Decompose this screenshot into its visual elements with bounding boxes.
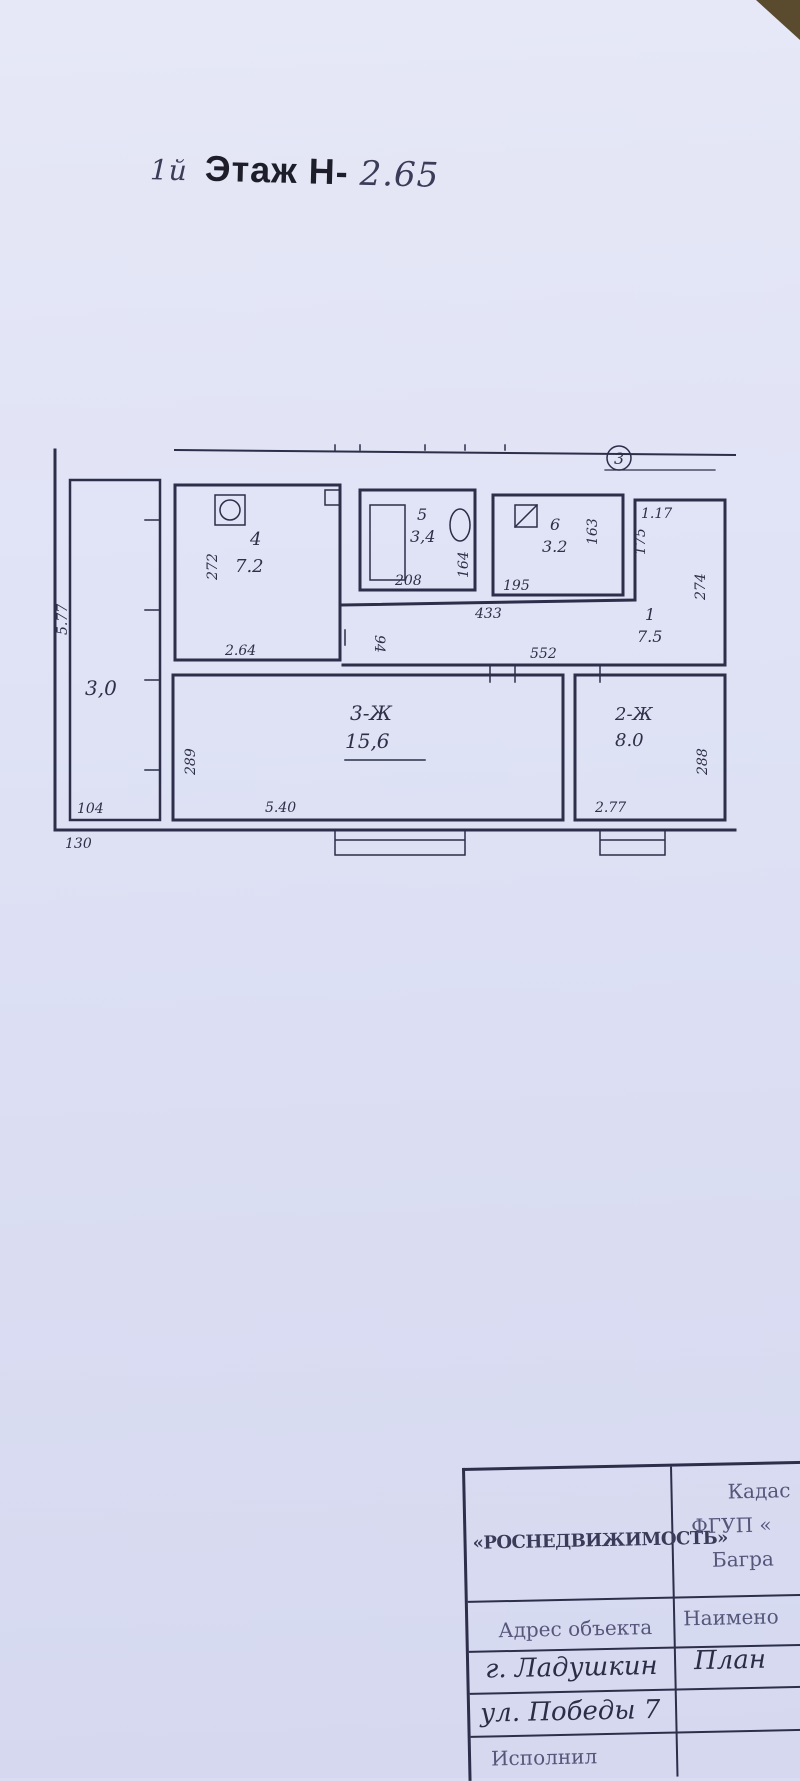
room-6-wall: [491, 493, 625, 597]
dim-130: 130: [65, 836, 92, 852]
axis-marker-circle: [606, 445, 632, 471]
stamp-header-2: ФГУП «: [691, 1512, 772, 1539]
outer-wall: [53, 448, 737, 832]
window-bottom-1: [334, 829, 466, 856]
dim-5-40: 5.40: [265, 800, 296, 816]
toilet-icon: [449, 508, 471, 542]
dim-2-77: 2.77: [594, 800, 626, 816]
floor-label: Этаж Н-: [204, 147, 350, 193]
room-1-area: 7.5: [637, 627, 662, 646]
dim-104: 104: [77, 801, 104, 817]
window-bottom-2: [599, 829, 666, 856]
stamp-name-label: Наимено: [682, 1604, 779, 1631]
stamp-city: г. Ладушкин: [484, 1650, 658, 1685]
stamp-address-label: Адрес объекта: [498, 1615, 653, 1643]
door-marks: [344, 629, 601, 683]
dim-1-17: 1.17: [641, 506, 672, 522]
bathtub-icon: [369, 504, 406, 581]
stamp-header-1: Кадас: [727, 1478, 791, 1504]
room-balcony-area: 3,0: [85, 676, 117, 700]
dim-163: 163: [585, 518, 601, 545]
stamp-street: ул. Победы 7: [479, 1694, 661, 1729]
top-wall: [173, 448, 737, 457]
floor-number: 1й: [149, 153, 189, 188]
stamp-header-3: Багра: [711, 1546, 775, 1572]
room-4-area: 7.2: [235, 556, 264, 577]
dim-94: 94: [371, 635, 387, 653]
dim-208: 208: [394, 573, 422, 589]
dim-289: 289: [183, 748, 199, 776]
room-balcony-wall: [68, 478, 162, 822]
dim-288: 288: [695, 748, 711, 776]
room-4-wall: [173, 483, 342, 662]
room-3-area: 15,6: [345, 729, 390, 753]
window-left: [144, 519, 161, 771]
room-5-number: 5: [417, 505, 427, 524]
stamp-divider: [670, 1466, 679, 1777]
floor-plan: 3 4 7.2 5 3,4 6 3.2 1 7.5 3-Ж 15,6 2-Ж 8…: [45, 430, 765, 930]
stamp-plan-word: План: [693, 1644, 767, 1677]
dim-164: 164: [456, 551, 472, 578]
boiler-icon: [514, 504, 538, 528]
floor-height: 2.65: [359, 153, 440, 196]
vent-icon: [324, 489, 341, 506]
floor-plan-drawing: 3 4 7.2 5 3,4 6 3.2 1 7.5 3-Ж 15,6 2-Ж 8…: [53, 444, 737, 856]
dim-552: 552: [530, 646, 557, 662]
dim-2-64: 2.64: [224, 643, 256, 659]
floor-title: 1й Этаж Н- 2.65: [149, 146, 440, 196]
dim-433: 433: [474, 606, 502, 622]
room-6-area: 3.2: [542, 537, 567, 556]
dim-274: 274: [693, 573, 709, 601]
dim-272: 272: [205, 553, 221, 581]
room-2-number: 2-Ж: [614, 704, 654, 725]
window-top: [334, 444, 506, 451]
stove-icon: [214, 494, 246, 526]
room-2-area: 8.0: [615, 730, 644, 751]
room-5-area: 3,4: [410, 527, 435, 546]
room-3-wall: [171, 673, 565, 822]
stamp-org: «РОСНЕДВИЖИМОСТЬ»: [472, 1527, 729, 1554]
axis-marker-label: 3: [614, 449, 624, 468]
title-block-stamp: «РОСНЕДВИЖИМОСТЬ» Кадас ФГУП « Багра Адр…: [462, 1460, 800, 1781]
room-1-wall: [341, 498, 727, 667]
dim-175: 175: [633, 528, 649, 555]
room-5-wall: [358, 488, 477, 592]
room-3-number: 3-Ж: [350, 701, 392, 725]
room-2-wall: [573, 673, 727, 822]
stamp-executor-label: Исполнил: [490, 1744, 598, 1771]
dim-5-77: 5.77: [55, 604, 71, 635]
stamp-row: [469, 1685, 800, 1695]
stamp-row: [470, 1728, 800, 1738]
room-4-number: 4: [249, 529, 261, 550]
room-1-number: 1: [645, 605, 655, 624]
room-6-number: 6: [550, 515, 560, 534]
stamp-row: [467, 1593, 800, 1603]
dim-195: 195: [503, 578, 530, 594]
